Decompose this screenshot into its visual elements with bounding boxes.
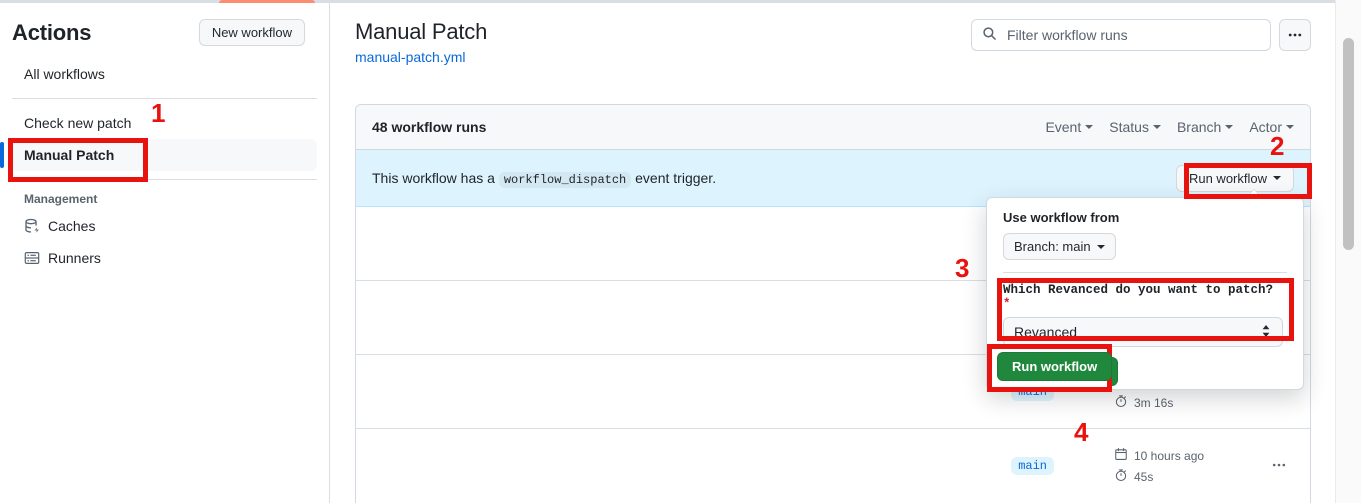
stopwatch-icon bbox=[1114, 394, 1128, 411]
chevron-down-icon bbox=[1286, 125, 1294, 129]
sidebar-item-caches[interactable]: Caches bbox=[12, 210, 317, 242]
header-actions bbox=[971, 19, 1311, 51]
sidebar-item-label: Runners bbox=[48, 250, 101, 266]
filter-label: Actor bbox=[1249, 119, 1282, 135]
filter-actor-dropdown[interactable]: Actor bbox=[1249, 119, 1294, 135]
sidebar-divider-2 bbox=[12, 179, 317, 180]
workflow-file-link[interactable]: manual-patch.yml bbox=[355, 49, 466, 66]
sidebar-item-check-new-patch[interactable]: Check new patch bbox=[12, 107, 317, 139]
branch-selector-label: Branch: main bbox=[1014, 239, 1091, 254]
page-title: Manual Patch bbox=[355, 19, 488, 44]
revanced-select[interactable]: Revanced bbox=[1003, 317, 1283, 347]
filter-label: Status bbox=[1109, 119, 1149, 135]
sidebar-item-label: Check new patch bbox=[24, 115, 132, 131]
sidebar-item-label: Caches bbox=[48, 218, 96, 234]
branch-selector-button[interactable]: Branch: main bbox=[1003, 233, 1116, 260]
run-date-line: 10 hours ago bbox=[1114, 447, 1264, 464]
chevron-down-icon bbox=[1096, 244, 1105, 249]
run-workflow-button-label: Run workflow bbox=[1188, 170, 1267, 186]
sidebar-management-list: Caches Runners bbox=[0, 210, 329, 274]
workflow-dispatch-banner: This workflow has a workflow_dispatch ev… bbox=[356, 150, 1310, 207]
run-date: 10 hours ago bbox=[1134, 448, 1205, 463]
top-border-strip bbox=[0, 0, 1352, 3]
stopwatch-icon bbox=[1114, 468, 1128, 485]
branch-badge[interactable]: main bbox=[1011, 457, 1054, 475]
filter-branch-dropdown[interactable]: Branch bbox=[1176, 119, 1234, 135]
scrollbar-thumb[interactable] bbox=[1343, 38, 1354, 250]
sidebar-workflow-list: All workflows bbox=[0, 58, 329, 90]
sidebar-divider-1 bbox=[12, 98, 317, 99]
sidebar-item-all-workflows[interactable]: All workflows bbox=[12, 58, 317, 90]
chevron-down-icon bbox=[1273, 176, 1281, 180]
use-workflow-from-label: Use workflow from bbox=[1003, 210, 1120, 225]
dispatch-text-after: event trigger. bbox=[635, 169, 717, 186]
page-scrollbar[interactable] bbox=[1335, 0, 1361, 503]
dropdown-caret-inner bbox=[1246, 190, 1262, 198]
run-workflow-dropdown-button[interactable]: Run workflow bbox=[1175, 164, 1294, 192]
sidebar-item-label: Manual Patch bbox=[24, 147, 115, 163]
chevron-down-icon bbox=[1085, 125, 1094, 129]
sidebar-workflows: Check new patch Manual Patch bbox=[0, 107, 329, 171]
calendar-icon bbox=[1114, 447, 1128, 464]
sidebar-item-runners[interactable]: Runners bbox=[12, 242, 317, 274]
submit-run-workflow-button[interactable]: Run workflow bbox=[1003, 357, 1119, 386]
sidebar-header: Actions New workflow bbox=[0, 3, 329, 58]
required-marker: * bbox=[1003, 297, 1011, 311]
sidebar-item-label: All workflows bbox=[24, 66, 105, 82]
chevron-down-icon bbox=[1152, 125, 1161, 129]
main-content: Manual Patch manual-patch.yml bbox=[331, 3, 1335, 503]
new-workflow-button[interactable]: New workflow bbox=[198, 19, 305, 46]
workflow-input-label: Which Revanced do you want to patch? * bbox=[1003, 283, 1287, 311]
table-row[interactable]: main 10 hours ago bbox=[356, 429, 1310, 503]
run-duration: 3m 16s bbox=[1134, 395, 1174, 410]
chevron-down-icon bbox=[1225, 125, 1234, 129]
filter-status-dropdown[interactable]: Status bbox=[1109, 119, 1161, 135]
page-overflow-menu-button[interactable] bbox=[1279, 19, 1311, 51]
use-workflow-from-section: Use workflow from Branch: main bbox=[987, 198, 1303, 273]
sidebar: Actions New workflow All workflows Check… bbox=[0, 3, 330, 503]
filter-label: Event bbox=[1045, 119, 1082, 135]
workflow-runs-filters: Event Status Branch Actor bbox=[1045, 119, 1294, 135]
revanced-select-value: Revanced bbox=[1014, 324, 1078, 340]
search-input[interactable] bbox=[1005, 26, 1260, 44]
workflow-runs-count: 48 workflow runs bbox=[372, 119, 487, 135]
filter-workflow-runs-box[interactable] bbox=[971, 19, 1271, 51]
sidebar-item-manual-patch[interactable]: Manual Patch bbox=[0, 139, 317, 171]
sidebar-group-management: Management bbox=[24, 192, 98, 206]
server-icon bbox=[24, 250, 40, 266]
filter-label: Branch bbox=[1176, 119, 1222, 135]
sidebar-title: Actions bbox=[12, 19, 92, 45]
filter-event-dropdown[interactable]: Event bbox=[1045, 119, 1094, 135]
run-workflow-dropdown-panel: Use workflow from Branch: main Which Rev… bbox=[986, 189, 1304, 390]
dropdown-divider bbox=[1003, 272, 1287, 273]
search-icon bbox=[982, 26, 997, 44]
dispatch-event-code: workflow_dispatch bbox=[498, 171, 632, 188]
run-meta-cell: 3m 16s bbox=[1114, 372, 1264, 411]
workflow-input-field: Which Revanced do you want to patch? * R… bbox=[987, 273, 1303, 347]
workflow-runs-table-header: 48 workflow runs Event Status Branch bbox=[356, 105, 1310, 150]
run-duration-line: 3m 16s bbox=[1114, 394, 1264, 411]
dispatch-text-before: This workflow has a bbox=[372, 169, 495, 186]
run-duration-line: 45s bbox=[1114, 468, 1264, 485]
run-duration: 45s bbox=[1134, 469, 1154, 484]
cache-icon bbox=[24, 218, 40, 234]
active-tab-indicator bbox=[219, 0, 315, 3]
select-arrows-icon bbox=[1260, 322, 1272, 342]
input-label-text: Which Revanced do you want to patch? bbox=[1003, 283, 1274, 297]
row-overflow-menu[interactable] bbox=[1264, 457, 1294, 476]
dispatch-banner-text: This workflow has a workflow_dispatch ev… bbox=[372, 169, 717, 188]
run-meta-cell: 10 hours ago 45s bbox=[1114, 447, 1264, 485]
